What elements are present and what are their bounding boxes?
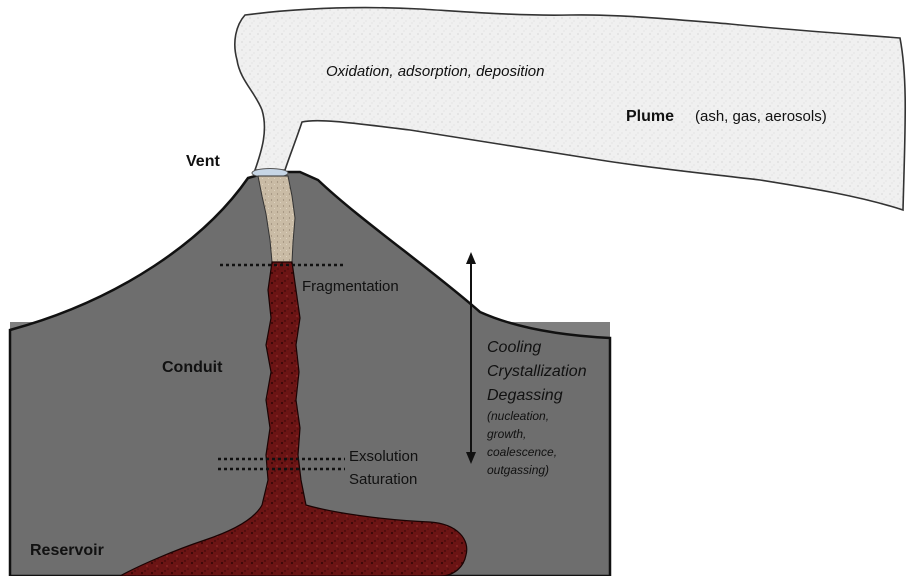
process-sub-1: (nucleation, [487, 409, 549, 423]
process-sub-2: growth, [487, 427, 526, 441]
conduit-label: Conduit [162, 359, 223, 376]
plume-process-label: Oxidation, adsorption, deposition [326, 63, 544, 80]
plume-detail: (ash, gas, aerosols) [695, 108, 827, 125]
saturation-label: Saturation [349, 471, 417, 488]
reservoir-label: Reservoir [30, 542, 104, 559]
process-crystallization: Crystallization [487, 363, 587, 380]
plume-title: Plume [626, 108, 674, 125]
process-cooling: Cooling [487, 339, 541, 356]
process-sub-4: outgassing) [487, 463, 549, 477]
exsolution-label: Exsolution [349, 448, 418, 465]
fragmentation-label: Fragmentation [302, 278, 399, 295]
process-degassing: Degassing [487, 387, 563, 404]
vent-label: Vent [186, 153, 220, 170]
arrow-head-up [466, 252, 476, 264]
process-sub-3: coalescence, [487, 445, 557, 459]
